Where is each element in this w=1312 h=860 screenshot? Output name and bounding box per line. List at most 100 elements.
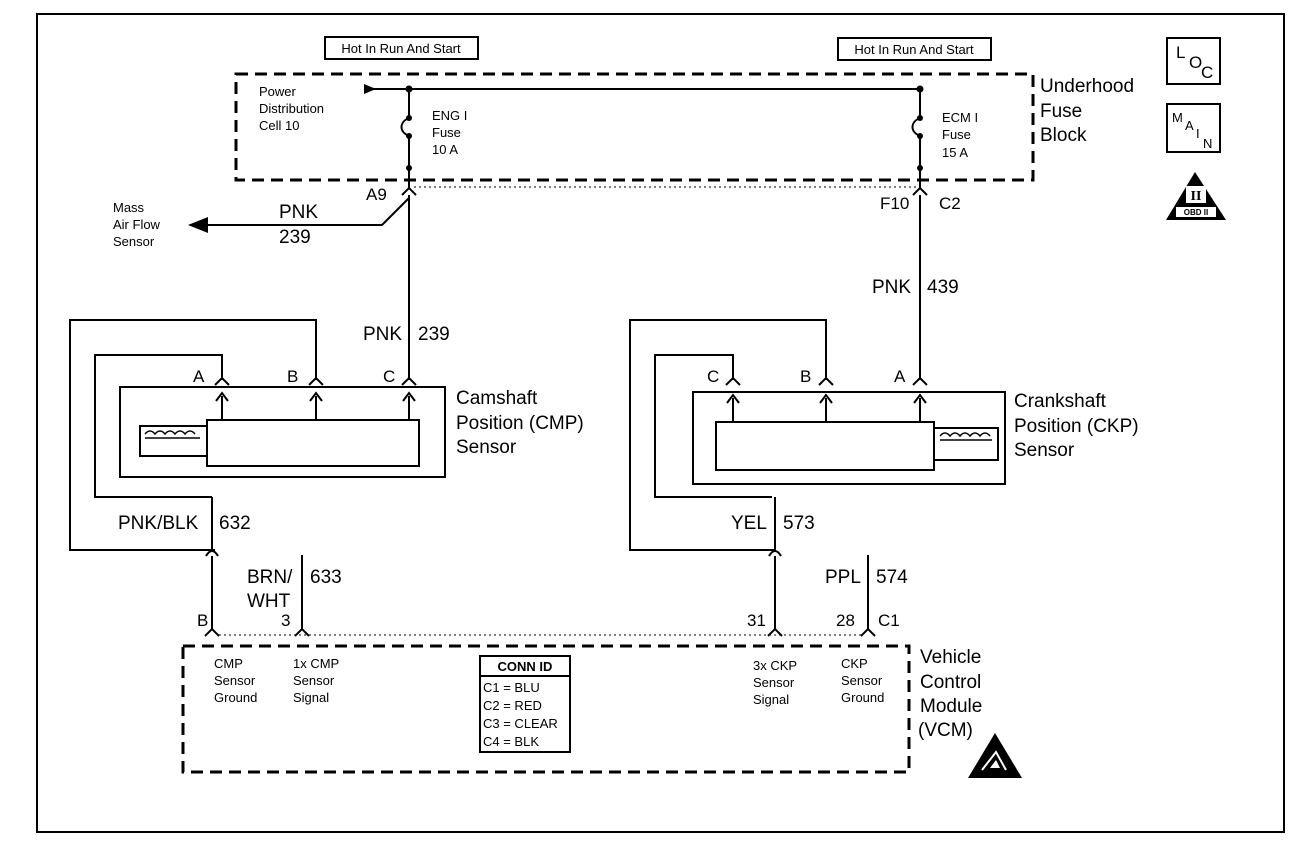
svg-text:Cell 10: Cell 10 — [259, 118, 299, 133]
svg-text:C1 = BLU: C1 = BLU — [483, 680, 540, 695]
vcm-cmp-signal-label: 1x CMP Sensor Signal — [293, 656, 339, 705]
svg-text:15 A: 15 A — [942, 145, 968, 160]
ckp-feed-wire-color: PNK — [872, 277, 911, 298]
power-distribution-label: Power Distribution Cell 10 — [259, 84, 324, 133]
svg-text:Fuse: Fuse — [432, 125, 461, 140]
svg-text:I: I — [1196, 126, 1200, 141]
vcm-pin-b: B — [197, 611, 208, 630]
svg-text:Sensor: Sensor — [753, 675, 795, 690]
vcm-pin-28: 28 — [836, 611, 855, 630]
cmp-ground-wire-color: PNK/BLK — [118, 513, 199, 534]
svg-text:C4 = BLK: C4 = BLK — [483, 734, 539, 749]
cmp-pin-a: A — [193, 367, 205, 386]
esd-warning-icon — [968, 733, 1022, 778]
svg-text:Fuse: Fuse — [942, 127, 971, 142]
svg-text:Underhood: Underhood — [1040, 76, 1134, 97]
connector-a9: A9 — [366, 180, 417, 204]
svg-text:Module: Module — [920, 696, 982, 717]
svg-text:Distribution: Distribution — [259, 101, 324, 116]
svg-text:C2: C2 — [939, 194, 961, 213]
svg-text:Ground: Ground — [214, 690, 257, 705]
vehicle-control-module — [181, 644, 911, 774]
ckp-pin-a: A — [894, 367, 906, 386]
obd-ii-icon: II OBD II — [1166, 172, 1226, 220]
svg-text:Crankshaft: Crankshaft — [1014, 391, 1107, 412]
svg-text:ECM I: ECM I — [942, 110, 978, 125]
cmp-feed-wire-number: 239 — [418, 324, 450, 345]
hot-in-run-label-right: Hot In Run And Start — [837, 37, 992, 61]
maf-wire-color: PNK — [279, 202, 318, 223]
svg-text:C2 = RED: C2 = RED — [483, 698, 542, 713]
ecm-i-fuse-label: ECM I Fuse 15 A — [942, 110, 978, 160]
svg-text:Power: Power — [259, 84, 297, 99]
svg-text:Position (CMP): Position (CMP) — [456, 413, 584, 434]
loc-icon: L O C — [1166, 37, 1221, 85]
vcm-pin-3: 3 — [281, 611, 290, 630]
connector-c1: C1 — [878, 611, 900, 630]
svg-text:A9: A9 — [366, 185, 387, 204]
svg-text:Signal: Signal — [753, 692, 789, 707]
cmp-sensor — [69, 319, 446, 551]
maf-wire-number: 239 — [279, 227, 311, 248]
maf-sensor-label: Mass Air Flow Sensor — [113, 200, 161, 249]
ckp-ground-wire-number: 574 — [876, 567, 908, 588]
svg-text:A: A — [1185, 118, 1194, 133]
svg-text:CONN ID: CONN ID — [498, 659, 553, 674]
ckp-feed-wire-number: 439 — [927, 277, 959, 298]
svg-text:L: L — [1176, 43, 1185, 62]
svg-text:Camshaft: Camshaft — [456, 388, 538, 409]
ckp-ground-wire-color: PPL — [825, 567, 861, 588]
ckp-sensor-label: Crankshaft Position (CKP) Sensor — [1014, 391, 1139, 461]
svg-text:Hot In Run And Start: Hot In Run And Start — [341, 41, 461, 56]
svg-text:3x CKP: 3x CKP — [753, 658, 797, 673]
svg-text:10 A: 10 A — [432, 142, 458, 157]
ckp-signal-wire-color: YEL — [731, 513, 767, 534]
ecm-i-fuse — [911, 89, 923, 180]
conn-id-table: CONN ID C1 = BLU C2 = RED C3 = CLEAR C4 … — [479, 655, 571, 753]
svg-text:ENG I: ENG I — [432, 108, 467, 123]
svg-text:F10: F10 — [880, 194, 909, 213]
fuse-block-title: Underhood Fuse Block — [1040, 76, 1134, 146]
svg-text:Hot In Run And Start: Hot In Run And Start — [854, 42, 974, 57]
vcm-ckp-signal-label: 3x CKP Sensor Signal — [753, 658, 797, 707]
svg-text:1x CMP: 1x CMP — [293, 656, 339, 671]
cmp-signal-wire-number: 633 — [310, 567, 342, 588]
svg-text:II: II — [1191, 189, 1202, 204]
cmp-sensor-label: Camshaft Position (CMP) Sensor — [456, 388, 584, 458]
svg-text:Sensor: Sensor — [113, 234, 155, 249]
eng-i-fuse-label: ENG I Fuse 10 A — [432, 108, 467, 157]
svg-text:(VCM): (VCM) — [918, 720, 973, 741]
svg-text:Sensor: Sensor — [214, 673, 256, 688]
svg-text:N: N — [1203, 136, 1212, 151]
cmp-pin-b: B — [287, 367, 298, 386]
ckp-pin-c: C — [707, 367, 719, 386]
ckp-sensor — [629, 319, 1006, 551]
main-icon: M A I N — [1166, 103, 1221, 153]
svg-text:CMP: CMP — [214, 656, 243, 671]
hot-in-run-label-left: Hot In Run And Start — [324, 36, 479, 60]
svg-text:Sensor: Sensor — [293, 673, 335, 688]
svg-text:OBD II: OBD II — [1184, 208, 1208, 217]
svg-text:M: M — [1172, 110, 1183, 125]
svg-text:Signal: Signal — [293, 690, 329, 705]
ckp-pin-b: B — [800, 367, 811, 386]
cmp-pin-c: C — [383, 367, 395, 386]
ckp-signal-wire-number: 573 — [783, 513, 815, 534]
svg-text:Sensor: Sensor — [841, 673, 883, 688]
svg-text:Ground: Ground — [841, 690, 884, 705]
cmp-signal-wire-color-1: BRN/ — [247, 567, 293, 588]
svg-text:CKP: CKP — [841, 656, 868, 671]
vcm-connector-pins — [204, 627, 876, 637]
svg-text:Air Flow: Air Flow — [113, 217, 161, 232]
wire-pnk-239-maf — [188, 197, 410, 233]
cmp-ground-wire-number: 632 — [219, 513, 251, 534]
svg-text:Fuse: Fuse — [1040, 101, 1082, 122]
svg-text:Control: Control — [920, 672, 981, 693]
cmp-feed-wire-color: PNK — [363, 324, 402, 345]
svg-text:C3 = CLEAR: C3 = CLEAR — [483, 716, 558, 731]
eng-i-fuse — [400, 89, 412, 180]
svg-text:Block: Block — [1040, 125, 1087, 146]
svg-text:Mass: Mass — [113, 200, 145, 215]
svg-text:O: O — [1189, 53, 1202, 72]
